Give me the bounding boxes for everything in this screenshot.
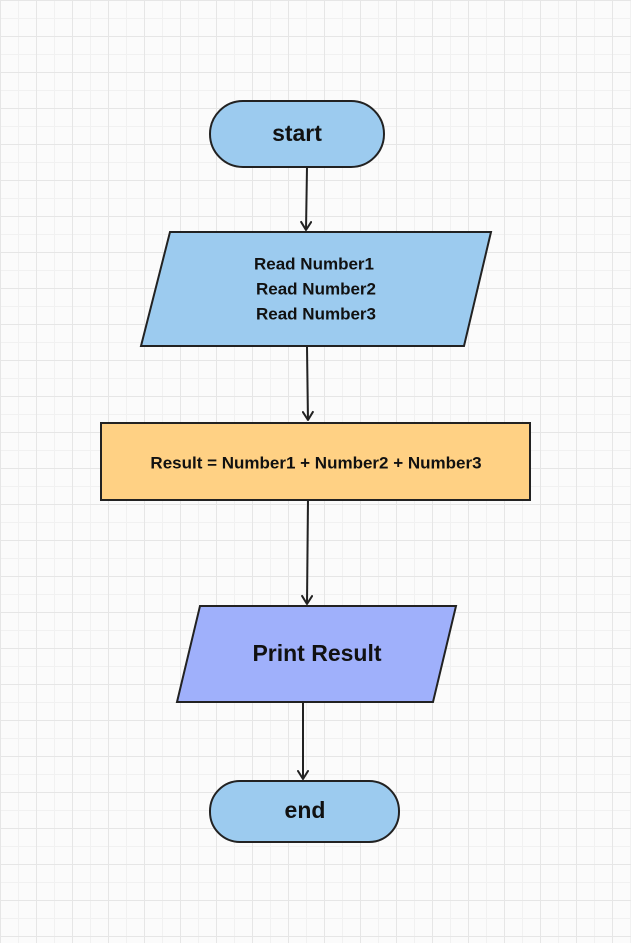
- end-terminator-shape: [209, 780, 400, 843]
- start-terminator-shape: [209, 100, 385, 168]
- input-line-2: Read Number2: [256, 279, 376, 298]
- arrow-input-to-process[interactable]: [301, 346, 314, 421]
- output-parallelogram-shape: [175, 605, 458, 703]
- end-label: end: [285, 797, 326, 823]
- connectors: [297, 166, 314, 780]
- start-label: start: [272, 120, 322, 146]
- input-node[interactable]: Read Number1 Read Number2 Read Number3: [139, 231, 493, 347]
- input-parallelogram-shape: [139, 231, 493, 347]
- input-line-3: Read Number3: [256, 304, 376, 323]
- process-rectangle-shape: [100, 422, 531, 501]
- process-node[interactable]: Result = Number1 + Number2 + Number3: [100, 422, 531, 501]
- arrow-start-to-input[interactable]: [300, 166, 313, 231]
- end-node[interactable]: end: [209, 780, 400, 843]
- input-line-1: Read Number1: [254, 254, 374, 273]
- start-node[interactable]: start: [209, 100, 385, 168]
- output-node[interactable]: Print Result: [175, 605, 458, 703]
- process-label: Result = Number1 + Number2 + Number3: [150, 453, 481, 472]
- arrow-process-to-output[interactable]: [301, 500, 314, 605]
- output-label: Print Result: [252, 640, 381, 666]
